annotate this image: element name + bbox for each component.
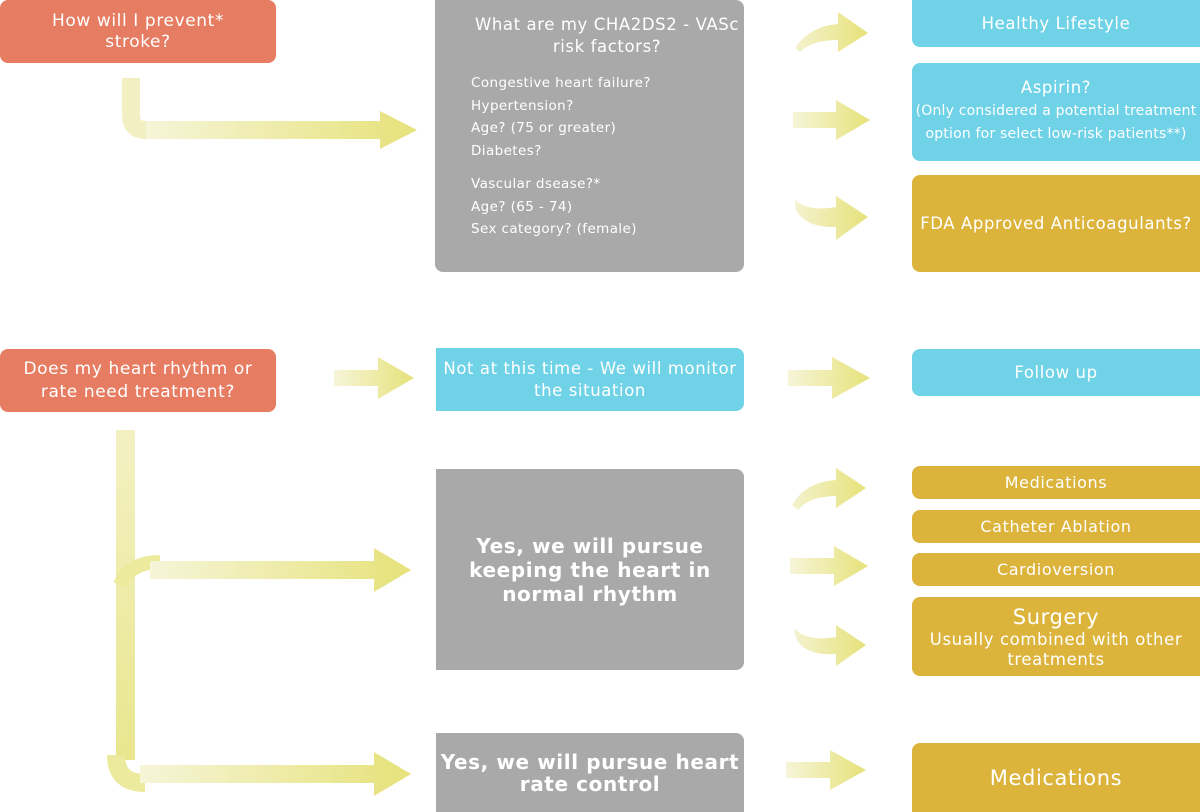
risk-factor-item: Congestive heart failure?	[471, 75, 651, 91]
risk-factors-title: What are my CHA2DS2 - VASc risk factors?	[474, 15, 740, 56]
arrow-trunk-to-rate-control	[140, 752, 411, 796]
healthy-lifestyle-box: Healthy Lifestyle	[912, 0, 1200, 47]
rate-control-box: Yes, we will pursue heart rate control	[436, 733, 744, 812]
arrow-monitor-to-followup	[788, 357, 870, 399]
follow-up-label: Follow up	[1014, 363, 1098, 382]
arrow-to-cardioversion	[790, 546, 868, 586]
aspirin-note: (Only considered a potential treatment o…	[915, 103, 1197, 142]
stroke-question-text: How will I prevent* stroke?	[51, 10, 225, 52]
cardioversion-box: Cardioversion	[912, 553, 1200, 586]
stroke-question-box: How will I prevent* stroke?	[0, 0, 276, 63]
risk-factor-item: Hypertension?	[471, 97, 574, 114]
monitor-label: Not at this time - We will monitor the s…	[443, 358, 737, 400]
arrow-stroke-to-risk	[122, 78, 417, 149]
risk-factor-item: Age? (75 or greater)	[471, 120, 617, 136]
follow-up-box: Follow up	[912, 349, 1200, 396]
aspirin-box: Aspirin? (Only considered a potential tr…	[912, 63, 1200, 161]
arrow-risk-to-aspirin	[793, 100, 870, 140]
rhythm-question-text: Does my heart rhythm or rate need treatm…	[23, 358, 253, 402]
medications-label: Medications	[1004, 473, 1108, 492]
arrow-rhythm-trunk	[107, 430, 146, 792]
risk-factor-item: Age? (65 - 74)	[471, 198, 573, 215]
aspirin-title: Aspirin?	[1020, 78, 1092, 97]
arrow-risk-to-fda	[795, 196, 868, 240]
rhythm-control-label: Yes, we will pursue keeping the heart in…	[469, 533, 711, 606]
healthy-lifestyle-label: Healthy Lifestyle	[981, 14, 1131, 33]
surgery-box: Surgery Usually combined with other trea…	[912, 597, 1200, 676]
risk-factors-box: What are my CHA2DS2 - VASc risk factors?…	[435, 0, 744, 272]
anticoagulants-label: FDA Approved Anticoagulants?	[920, 213, 1192, 233]
arrow-risk-to-healthy	[795, 12, 868, 52]
risk-factor-item: Sex category? (female)	[471, 221, 637, 237]
arrow-trunk-to-rhythm-control	[113, 548, 411, 592]
arrow-to-medications	[792, 468, 866, 510]
risk-factor-item: Diabetes?	[471, 142, 542, 159]
rate-control-label: Yes, we will pursue heart rate control	[440, 749, 740, 796]
surgery-title: Surgery	[1012, 604, 1100, 629]
arrow-rhythm-to-monitor	[334, 357, 414, 399]
risk-factors-list-secondary: Vascular dsease?* Age? (65 - 74) Sex cat…	[471, 173, 637, 241]
risk-factor-item: Vascular dsease?*	[471, 176, 601, 192]
anticoagulants-box: FDA Approved Anticoagulants?	[912, 175, 1200, 272]
catheter-ablation-box: Catheter Ablation	[912, 510, 1200, 543]
cardioversion-label: Cardioversion	[996, 560, 1116, 579]
risk-factors-list-primary: Congestive heart failure? Hypertension? …	[471, 72, 651, 162]
surgery-note: Usually combined with other treatments	[929, 629, 1183, 669]
medications-box: Medications	[912, 466, 1200, 499]
arrow-to-surgery	[794, 625, 866, 666]
rate-medications-label: Medications	[989, 765, 1123, 790]
monitor-box: Not at this time - We will monitor the s…	[436, 348, 744, 411]
arrow-rate-to-medications	[786, 750, 866, 790]
rhythm-control-box: Yes, we will pursue keeping the heart in…	[436, 469, 744, 670]
catheter-ablation-label: Catheter Ablation	[980, 517, 1132, 536]
rhythm-question-box: Does my heart rhythm or rate need treatm…	[0, 349, 276, 412]
rate-medications-box: Medications	[912, 743, 1200, 812]
